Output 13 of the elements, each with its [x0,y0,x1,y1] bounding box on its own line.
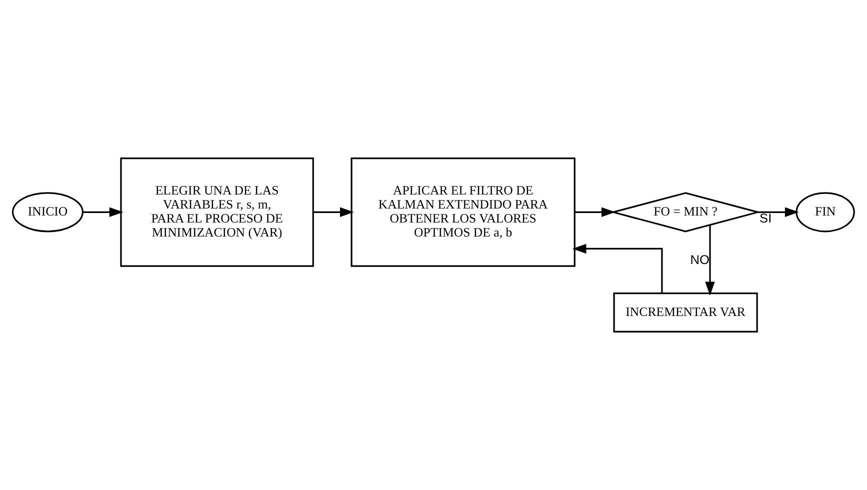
node-box: INCREMENTAR VAR [613,292,758,333]
edge-label: NO [690,252,710,268]
arrow [82,207,124,218]
arrow [572,244,663,294]
arrow [574,207,616,218]
node-box: APLICAR EL FILTRO DE KALMAN EXTENDIDO PARA OBTENER LOS VALORES OPTIMOS DE a, b [350,157,576,267]
node-ellipse: FIN [796,192,855,232]
node-box: ELEGIR UNA DE LAS VARIABLES r, s, m, PARA EL PROCESO DE MINIMIZACION (VAR) [120,157,314,267]
node-ellipse: INICIO [12,192,84,232]
arrow [758,207,799,218]
arrow [313,207,354,218]
arrow [705,225,715,296]
edge-label: SI [760,210,772,226]
